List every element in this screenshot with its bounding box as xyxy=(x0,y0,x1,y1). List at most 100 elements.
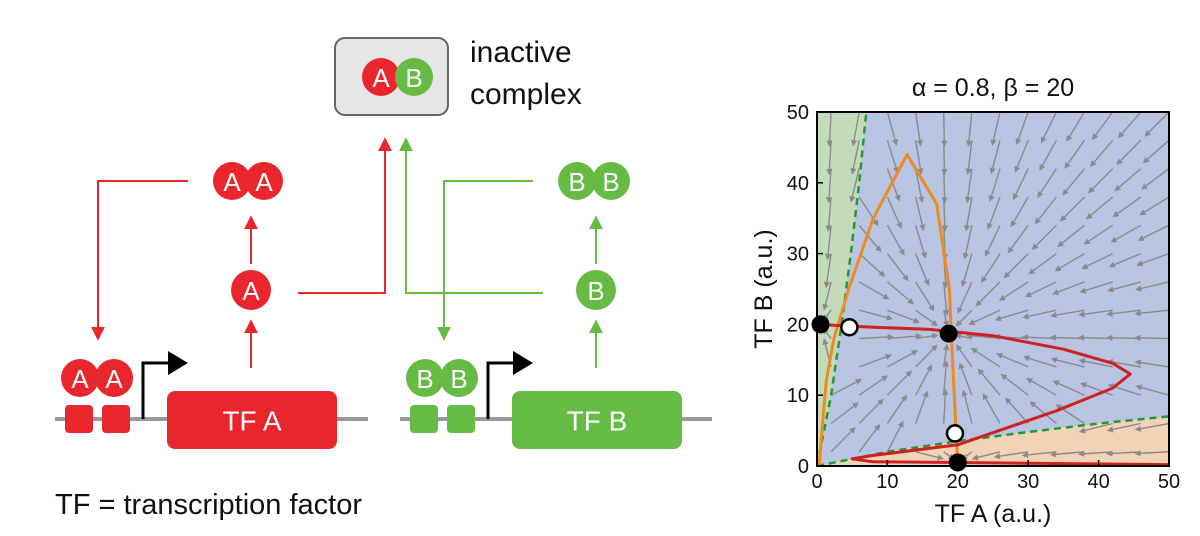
streamline-arrow xyxy=(1022,309,1057,320)
dimer-b-label-2: B xyxy=(602,167,619,197)
streamline-arrow xyxy=(1090,139,1114,168)
gene-a-label: TF A xyxy=(222,406,281,437)
streamline-arrow xyxy=(982,393,1001,424)
streamline-arrow xyxy=(958,362,973,396)
streamline-arrow xyxy=(887,309,920,324)
streamline-arrow xyxy=(970,347,1001,368)
streamline-arrow xyxy=(1024,281,1057,298)
streamline-arrow xyxy=(1037,168,1057,198)
streamline-arrow xyxy=(961,389,973,424)
streamline-arrow xyxy=(1057,224,1085,248)
streamline-arrow xyxy=(915,309,938,327)
streamline-arrow xyxy=(914,112,923,147)
x-tick-label: 40 xyxy=(1087,471,1109,493)
monomer-b-label: B xyxy=(587,276,604,306)
operator-b-2 xyxy=(447,405,475,433)
streamline-arrow xyxy=(960,253,973,288)
streamline-arrow xyxy=(887,333,923,340)
streamline-arrow xyxy=(1005,397,1029,424)
y-tick-label: 10 xyxy=(787,385,809,407)
tf-legend: TF = transcription factor xyxy=(55,489,362,521)
streamline-arrow xyxy=(914,140,924,175)
unstable-fixed-point xyxy=(840,317,859,337)
streamline-arrow xyxy=(986,196,1001,230)
streamline-arrow xyxy=(1064,139,1086,169)
streamline-arrow xyxy=(955,309,973,327)
promoter-a-arrow xyxy=(141,361,172,419)
streamline-arrow xyxy=(1081,252,1114,269)
streamline-arrow xyxy=(858,253,886,277)
dimer-b-label-1: B xyxy=(568,167,585,197)
promoter-a-arrowhead xyxy=(168,351,188,375)
streamline-arrow xyxy=(858,353,892,368)
streamline-arrow xyxy=(915,332,939,340)
streamline-arrow xyxy=(886,140,900,174)
streamline-arrow xyxy=(914,225,927,259)
streamline-arrow xyxy=(941,168,948,204)
streamline-arrow xyxy=(1088,168,1114,194)
operator-b-1 xyxy=(410,405,438,433)
streamline-arrow xyxy=(915,451,944,461)
streamline-arrow xyxy=(1134,334,1169,342)
arrow-a-to-complex xyxy=(298,137,392,294)
bound-b-circle-2 xyxy=(440,359,478,397)
gene-a-box xyxy=(167,391,337,449)
streamline-arrow xyxy=(1112,196,1142,218)
streamline-arrow xyxy=(858,375,888,396)
streamline-arrow xyxy=(1029,401,1057,425)
streamline-arrow xyxy=(984,225,1001,257)
streamline-arrow xyxy=(962,225,973,260)
streamline-arrow xyxy=(914,390,929,424)
streamline-arrow xyxy=(1052,380,1085,396)
streamline-arrow xyxy=(886,420,904,453)
streamline-arrow xyxy=(859,333,895,341)
streamline-arrow xyxy=(858,224,882,253)
streamline-arrow xyxy=(1110,224,1142,243)
streamline-arrow xyxy=(977,368,1001,396)
streamline-arrow xyxy=(1135,384,1169,396)
arrow-a-dimer-to-promoter xyxy=(91,180,188,341)
streamline-arrow xyxy=(1136,252,1169,267)
streamline-arrow xyxy=(830,427,856,453)
complex-label-line-1: inactive xyxy=(470,36,572,69)
streamline-arrow xyxy=(850,140,860,175)
promoter-b-arrowhead xyxy=(513,351,533,375)
stable-fixed-point xyxy=(948,453,967,472)
streamline-arrow xyxy=(1023,355,1057,368)
bound-b-label-1: B xyxy=(416,364,433,394)
streamline-arrow xyxy=(886,112,899,146)
dimer-a-circle-2 xyxy=(245,162,283,200)
arrow-b-to-complex xyxy=(399,137,543,294)
stable-fixed-point xyxy=(939,324,958,343)
y-tick-label: 40 xyxy=(787,173,809,195)
a-nullcline-curve xyxy=(817,153,960,466)
separatrix-1 xyxy=(817,112,868,466)
streamline-arrow xyxy=(942,360,950,396)
regulation-diagram: A B inactive complex A A A A A TF A B B … xyxy=(55,36,712,521)
streamlines xyxy=(822,112,1169,461)
bound-a-label-2: A xyxy=(105,364,123,394)
streamline-arrow xyxy=(941,140,948,176)
streamline-arrow xyxy=(1106,422,1141,433)
streamline-arrow xyxy=(1077,334,1113,341)
streamline-arrow xyxy=(915,281,935,312)
streamline-arrow xyxy=(1062,168,1086,196)
streamline-arrow xyxy=(1083,224,1114,245)
y-tick-label: 50 xyxy=(787,102,809,124)
streamline-arrow xyxy=(915,344,938,368)
streamline-arrow xyxy=(849,168,860,203)
y-tick-label: 0 xyxy=(798,456,809,478)
streamline-arrow xyxy=(1134,450,1169,457)
dimer-b-circle-2 xyxy=(592,162,630,200)
fixed-points xyxy=(811,315,967,472)
unstable-fixed-point xyxy=(945,424,965,443)
streamline-arrow xyxy=(1078,358,1113,368)
streamline-arrow xyxy=(1031,224,1057,251)
x-axis-label: TF A (a.u.) xyxy=(935,500,1052,528)
streamline-arrow xyxy=(971,451,1001,461)
streamline-arrow xyxy=(858,423,881,453)
streamline-arrow xyxy=(1135,281,1169,292)
